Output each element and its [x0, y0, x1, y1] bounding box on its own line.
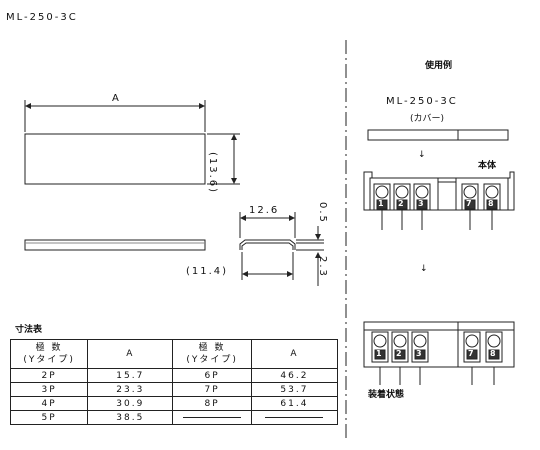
- header-poles-type: 極 数(Yタイプ): [9, 339, 89, 369]
- dimension-outer-width-label: (11.4): [186, 266, 229, 277]
- arrow-down-icon: ↓: [420, 264, 428, 274]
- cell-a: 61.4: [250, 396, 339, 411]
- body-label: 本体: [478, 161, 497, 171]
- terminal-block-installed: [363, 321, 515, 368]
- installed-terminal-7: [463, 331, 481, 385]
- cell-a: 38.5: [87, 410, 174, 425]
- header-poles-type: 極 数(Yタイプ): [172, 339, 252, 369]
- cell-poles: 8P: [172, 396, 252, 411]
- installed-terminal-2: [391, 331, 409, 385]
- cell-empty: [250, 410, 339, 425]
- cell-poles: 5P: [9, 410, 89, 425]
- terminal-number: 7: [466, 199, 472, 208]
- table-row: 3P 23.3 7P 53.7: [9, 382, 339, 397]
- cell-a: 53.7: [250, 382, 339, 397]
- table-row: 2P 15.7 6P 46.2: [9, 368, 339, 383]
- terminal-number: 7: [468, 349, 474, 358]
- header-a: A: [87, 339, 174, 369]
- cell-poles: 2P: [9, 368, 89, 383]
- table-row: 5P 38.5: [9, 410, 339, 425]
- cell-a: 30.9: [87, 396, 174, 411]
- usage-title: 使用例: [425, 61, 453, 71]
- terminal-1: [373, 183, 391, 230]
- dimension-inner-width-label: 12.6: [249, 205, 280, 216]
- installed-terminal-8: [485, 331, 503, 385]
- terminal-2: [393, 183, 411, 230]
- terminal-number: 2: [398, 199, 404, 208]
- terminal-number: 1: [376, 349, 382, 358]
- terminal-7: [461, 183, 479, 230]
- header-a: A: [250, 339, 339, 369]
- terminal-number: 3: [418, 199, 424, 208]
- table-row: 4P 30.9 8P 61.4: [9, 396, 339, 411]
- dimension-table-title: 寸法表: [15, 325, 43, 335]
- usage-product-code: ML-250-3C: [386, 96, 458, 107]
- terminal-8: [483, 183, 501, 230]
- installed-terminal-3: [411, 331, 429, 385]
- dimension-depth-label: 2.3: [317, 256, 328, 278]
- usage-cover-label: (カバー): [410, 114, 445, 124]
- terminal-number: 8: [488, 199, 494, 208]
- terminal-number: 2: [396, 349, 402, 358]
- dimension-a-label: A: [112, 93, 121, 104]
- cell-a: 15.7: [87, 368, 174, 383]
- terminal-number: 8: [490, 349, 496, 358]
- cover-top-view: [24, 133, 206, 185]
- cell-poles: 6P: [172, 368, 252, 383]
- usage-cover-bar: [367, 129, 509, 141]
- cell-a: 46.2: [250, 368, 339, 383]
- model-code-header: ML-250-3C: [6, 12, 78, 23]
- dimension-table: 極 数(Yタイプ) A 極 数(Yタイプ) A 2P 15.7 6P 46.2 …: [9, 339, 339, 425]
- installed-terminal-1: [371, 331, 389, 385]
- terminal-number: 1: [378, 199, 384, 208]
- arrow-down-icon: ↓: [418, 150, 426, 160]
- installed-state-label: 装着状態: [368, 390, 405, 400]
- terminal-3: [413, 183, 431, 230]
- dimension-thickness-label: 0.5: [317, 202, 328, 224]
- cell-poles: 3P: [9, 382, 89, 397]
- cell-empty: [172, 410, 252, 425]
- cell-poles: 4P: [9, 396, 89, 411]
- cell-poles: 7P: [172, 382, 252, 397]
- cell-a: 23.3: [87, 382, 174, 397]
- dimension-height-label: (13.6): [207, 152, 218, 195]
- terminal-number: 3: [416, 349, 422, 358]
- cover-cross-section: [239, 239, 296, 250]
- cover-side-view: [24, 239, 206, 251]
